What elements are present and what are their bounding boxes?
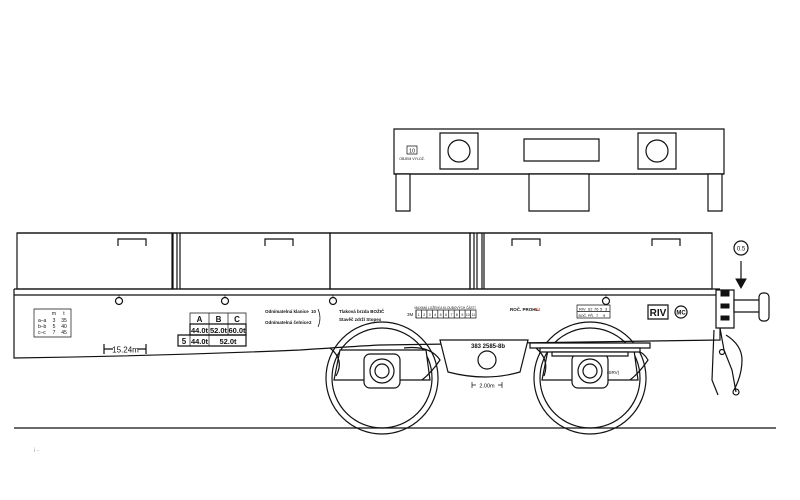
corner-mark: i - [34, 448, 39, 454]
revision-value: 7/4 [534, 307, 541, 312]
container-window [524, 139, 599, 161]
loading-cell: 60.0t [228, 326, 246, 335]
speed-row-label: c–c [38, 330, 46, 336]
mc-mark: MC [675, 306, 687, 318]
loading-table: A B C 44.0t 52.0t 60.0t 5 44.0t 52.0t [178, 313, 246, 346]
container-center-block [529, 174, 589, 211]
load-limit-cell: 11 [471, 313, 475, 317]
bogie-left [326, 322, 440, 434]
rivet-box-top: 76 [594, 307, 599, 312]
loading-row2-label: 5 [182, 337, 187, 346]
riv-label: RIV [650, 308, 667, 319]
speed-col-t: t [63, 311, 65, 317]
speed-col-m: m [52, 311, 56, 317]
speed-row-t: 40 [61, 324, 67, 330]
container-leg-right [708, 174, 722, 211]
rivet-box-bottom: BOČ. PŘ. [579, 313, 594, 318]
container-leg-left [396, 174, 410, 211]
speed-row-m: 5 [53, 324, 56, 330]
container-fitting-left [440, 133, 478, 169]
rivet-box-top: 3 [605, 307, 608, 312]
loading-header-a: A [197, 315, 203, 324]
load-limit-cell: 10 [466, 313, 470, 317]
speed-row-t: 35 [61, 318, 67, 324]
load-limit-cell: 6 [445, 313, 447, 317]
speed-table: m t a–a 3 35 b–b 5 40 c–c 7 45 [34, 309, 71, 337]
wagon-frame [14, 289, 720, 358]
stake-note-2-num: 2 [309, 320, 312, 325]
speed-row-t: 45 [61, 330, 67, 336]
loading-cell: 52.0t [210, 326, 228, 335]
loading-cell: 52.0t [219, 337, 237, 346]
rivet-box-top: 62 [588, 307, 593, 312]
rivet-box-bottom: 7 [596, 313, 599, 318]
side-boards [17, 233, 712, 289]
brake-note-1: Tlaková brzda BOŽIČ [339, 307, 385, 314]
load-limit-cell: 1 [418, 313, 420, 317]
length-label: 15.24m [112, 346, 139, 355]
stake-note-2: Odnímatelná čelnice [265, 320, 309, 325]
container-badge-box [407, 146, 417, 154]
load-limit-cell: 9 [461, 313, 463, 317]
bogie-note: (SRV) [607, 370, 620, 375]
stake-notes: Odnímatelná klanice 10 Odnímatelná čelni… [265, 307, 385, 327]
stake-note-1: Odnímatelná klanice [265, 309, 309, 314]
load-limit-cell: 5 [440, 313, 442, 317]
point-marker: 0.5 [734, 241, 748, 288]
rivet-box-top: RIV [579, 307, 586, 312]
load-limit-cell: 7 [450, 313, 452, 317]
container-badge: 10 [409, 149, 415, 155]
load-limit-cell: 2 [423, 313, 425, 317]
center-pivot: 383 2585-8b 2.00m [440, 340, 528, 390]
loading-header-c: C [234, 315, 240, 324]
rivet-info-box: RIV 62 76 5 3 BOČ. PŘ. 7 9 [577, 305, 610, 318]
container-fitting-right [638, 133, 676, 169]
speed-row-m: 7 [53, 330, 56, 336]
stake-note-1-num: 10 [311, 309, 317, 314]
loading-header-b: B [216, 315, 222, 324]
loading-cell: 44.0t [191, 337, 209, 346]
load-limit-cell: 8 [456, 313, 458, 317]
speed-row-label: b–b [38, 324, 47, 330]
container-unit: 10 OBJEM VYLOŽ. [394, 129, 724, 211]
mc-label: MC [676, 311, 686, 317]
wagon-number: 383 2585-8b [471, 344, 505, 350]
rivet-box-top: 5 [600, 307, 603, 312]
circle-mark-label: 0.5 [737, 247, 746, 253]
revision-label: ROČ. PROHL. [510, 306, 540, 312]
load-limit-header: MAXIMÁ LOŽENÍ A KLOUBOVÝCH ČÁSTÍ [415, 305, 476, 310]
bogie-right: (SRV) [530, 322, 650, 434]
revision-mark: ROČ. PROHL. 7/4 [510, 306, 541, 312]
load-limit-cell: 4 [434, 313, 436, 317]
brake-note-2: Stavěč zdrží Stopex [339, 317, 382, 322]
container-text: OBJEM VYLOŽ. [399, 156, 425, 161]
speed-row-m: 3 [53, 318, 56, 324]
riv-mark: RIV [648, 305, 668, 319]
loading-cell: 44.0t [191, 326, 209, 335]
buffer-assembly [712, 290, 769, 395]
length-mark: 15.24m [104, 344, 146, 355]
load-limit-label: 3M [407, 312, 414, 317]
bogie-distance: 2.00m [479, 384, 495, 390]
rivet-box-bottom: 9 [603, 313, 606, 318]
load-limit-cell: 3 [429, 313, 431, 317]
speed-row-label: a–a [38, 318, 47, 324]
